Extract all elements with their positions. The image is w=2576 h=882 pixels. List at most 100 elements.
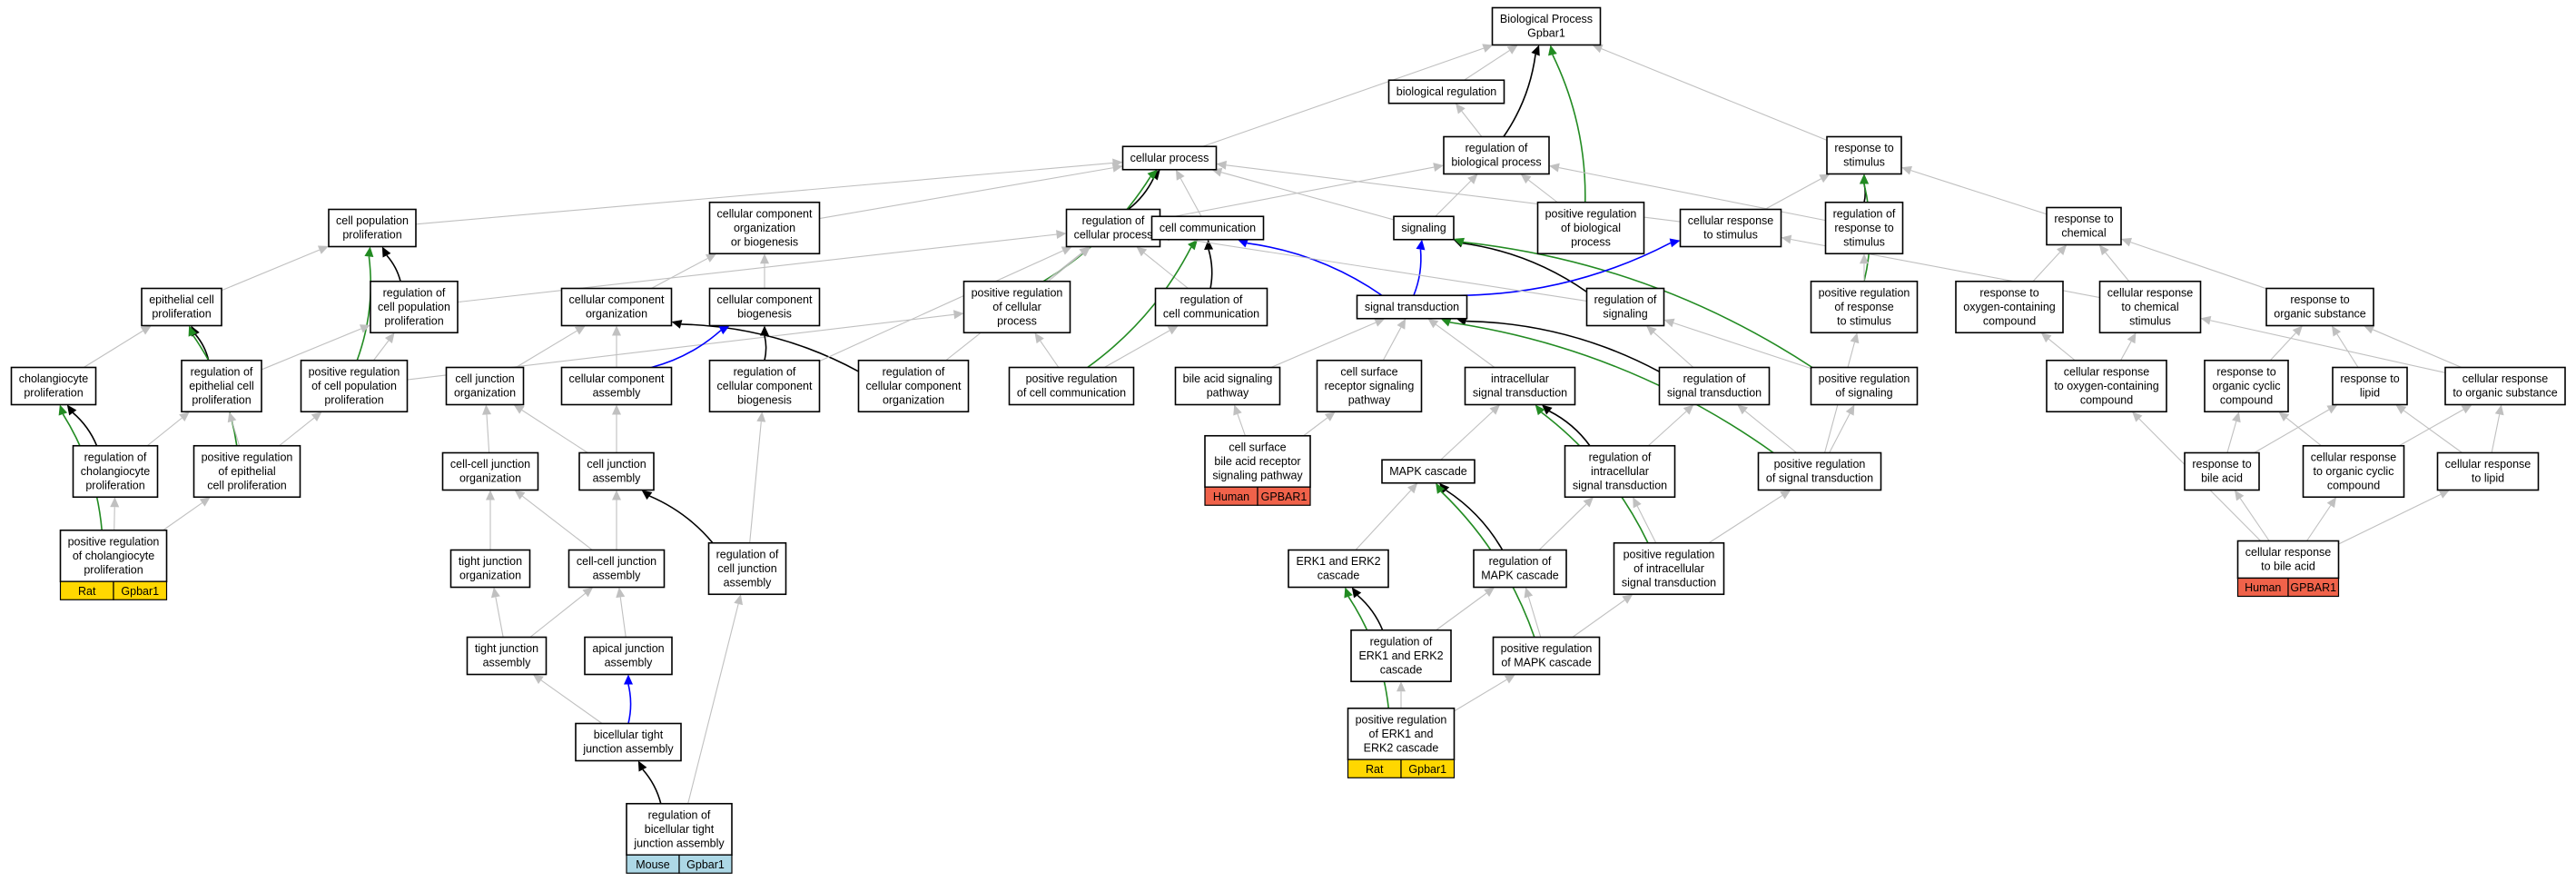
edge-arrowhead — [2056, 244, 2068, 255]
go-term-node-cellular-process[interactable]: cellular process — [1121, 145, 1218, 171]
go-term-node-mapk-cascade[interactable]: MAPK cascade — [1381, 459, 1476, 484]
edge-regulates — [1208, 249, 1213, 289]
node-box — [560, 366, 673, 406]
node-box — [1347, 707, 1456, 761]
edge-arrowhead — [1056, 230, 1067, 240]
node-label-line: stimulus — [1843, 235, 1885, 248]
go-term-node-signal-transduction[interactable]: signal transduction — [1356, 294, 1468, 320]
node-label-line: of cholangiocyte — [73, 550, 154, 562]
node-box — [1491, 6, 1602, 46]
go-term-node-cell-communication[interactable]: cell communication — [1150, 215, 1265, 241]
node-label-line: cellular response — [2445, 458, 2532, 471]
go-term-node-signaling[interactable]: signaling — [1393, 215, 1455, 241]
edge-arrowhead — [1034, 332, 1044, 344]
gene-badge-cell — [113, 580, 168, 600]
node-label-line: process — [1571, 235, 1611, 248]
edge-arrowhead — [1216, 160, 1228, 170]
edge-arrowhead — [227, 411, 237, 423]
edge-regulates — [642, 768, 662, 804]
node-label-line: positive regulation — [309, 365, 400, 378]
edge-arrowhead — [486, 490, 495, 500]
edge-is-a — [2120, 341, 2132, 362]
go-term-node-biological-regulation[interactable]: biological regulation — [1387, 79, 1505, 104]
edge-arrowhead — [2121, 237, 2133, 247]
node-label-line: biogenesis — [737, 308, 792, 321]
edge-is-a — [529, 592, 586, 638]
node-box — [708, 287, 821, 327]
edge-arrowhead — [2326, 497, 2336, 509]
node-box — [445, 366, 525, 406]
edge-arrowhead — [2132, 411, 2143, 422]
edge-arrowhead — [1781, 234, 1792, 244]
node-box — [1613, 541, 1725, 596]
edge-arrowhead — [1397, 318, 1406, 330]
node-label-line: regulation of — [383, 286, 446, 299]
node-label-line: compound — [2220, 393, 2273, 406]
edge-arrowhead — [1524, 587, 1534, 599]
